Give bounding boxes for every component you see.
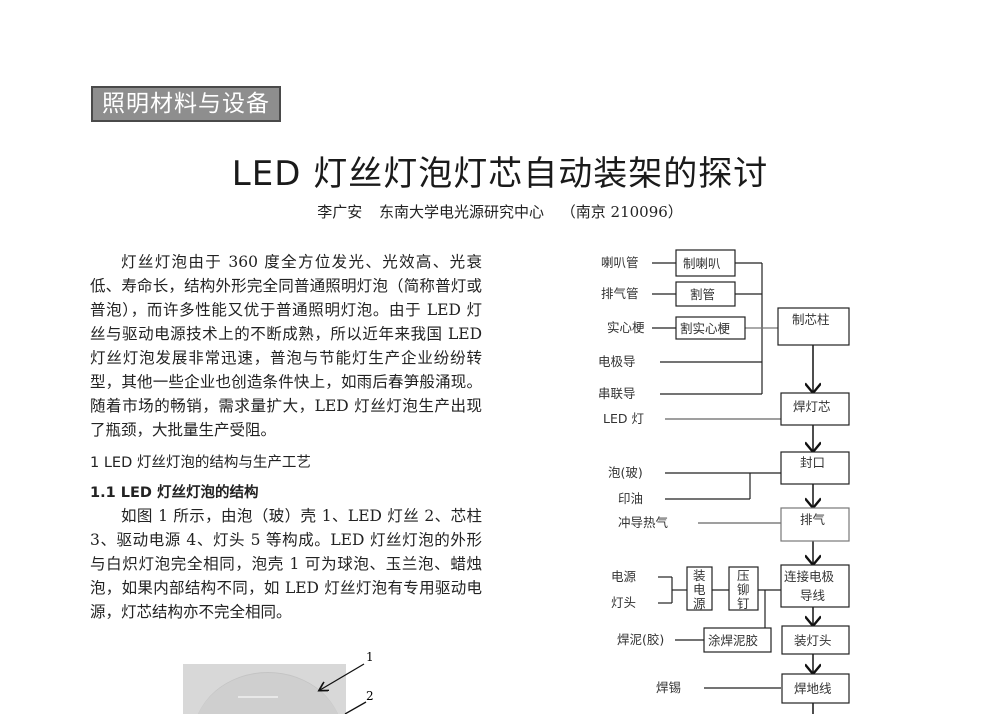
step-cut-tube-box [675, 281, 736, 307]
step-cut-solid-rod-box [675, 316, 746, 340]
step-connect-lead-wires-1: 连接电极 [784, 569, 835, 584]
section-1-1-paragraph: 如图 1 所示，由泡（玻）壳 1、LED 灯丝 2、芯柱 3、驱动电源 4、灯头… [90, 507, 482, 621]
step-weld-core-box [780, 392, 850, 426]
step-install-lamp-cap-box [781, 625, 850, 655]
step-connect-lead-wires-box [780, 564, 850, 608]
input-electrode-lead: 电极导 [598, 354, 636, 369]
step-install-lamp-cap: 装灯头 [794, 633, 832, 648]
step-make-stem-box [777, 307, 850, 346]
step-exhaust-box [780, 507, 850, 542]
intro-paragraph: 灯丝灯泡由于 360 度全方位发光、光效高、光衰低、寿命长，结构外形完全同普通照… [90, 253, 482, 439]
step-press-rivet-box [728, 566, 759, 611]
process-flowchart: 喇叭管 排气管 实心梗 电极导 串联导 LED 灯 泡(玻) 印油 冲导热气 电… [598, 249, 850, 714]
figure-1-callouts: 1 2 [300, 650, 374, 714]
input-series-lead: 串联导 [598, 386, 636, 401]
input-led-lamp: LED 灯 [603, 411, 644, 426]
input-bulb-glass: 泡(玻) [608, 465, 643, 480]
input-heat-gas: 冲导热气 [618, 515, 669, 530]
step-install-power-2: 电 [693, 582, 706, 597]
page-title: LED 灯丝灯泡灯芯自动装架的探讨 [231, 154, 769, 194]
step-make-flare: 制喇叭 [683, 256, 721, 271]
step-install-power-box [686, 566, 713, 611]
step-make-stem: 制芯柱 [792, 312, 830, 327]
section-tag: 照明材料与设备 [91, 86, 281, 122]
step-seal-box [780, 451, 850, 485]
byline: 李广安 东南大学电光源研究中心 （南京 210096） [0, 201, 1000, 222]
step-cut-solid-rod: 割实心梗 [680, 321, 731, 336]
step-press-rivet-1: 压 [737, 568, 750, 583]
input-solid-rod: 实心梗 [607, 320, 645, 335]
step-apply-solder-paste-box [703, 627, 772, 653]
input-ink: 印油 [618, 491, 643, 506]
step-install-power-3: 源 [693, 596, 706, 611]
callout-1: 1 [366, 650, 374, 664]
left-column: 灯丝灯泡由于 360 度全方位发光、光效高、光衰低、寿命长，结构外形完全同普通照… [90, 250, 482, 624]
step-apply-solder-paste: 涂焊泥胶 [708, 633, 758, 648]
step-press-rivet-2: 铆 [737, 582, 750, 597]
step-seal: 封口 [800, 455, 825, 470]
step-weld-ground-wire-box [781, 673, 850, 704]
step-connect-lead-wires-2: 导线 [800, 588, 826, 603]
section-1-heading: 1 LED 灯丝灯泡的结构与生产工艺 [90, 455, 311, 471]
step-make-flare-box [675, 249, 736, 277]
callout-2: 2 [366, 689, 374, 703]
step-weld-core: 焊灯芯 [793, 399, 831, 414]
step-press-rivet-3: 钉 [737, 596, 750, 611]
section-1-1-heading: 1.1 LED 灯丝灯泡的结构 [90, 485, 259, 501]
author: 李广安 [317, 203, 363, 221]
input-power-supply: 电源 [611, 569, 637, 584]
bulb-filament [238, 696, 278, 714]
input-flare-tube: 喇叭管 [601, 255, 639, 270]
location: （南京 210096） [560, 203, 683, 221]
input-exhaust-tube: 排气管 [601, 286, 639, 301]
input-solder-tin: 焊锡 [656, 680, 681, 695]
step-weld-ground-wire: 焊地线 [794, 681, 832, 696]
affiliation: 东南大学电光源研究中心 [378, 203, 544, 221]
input-solder-paste: 焊泥(胶) [617, 632, 664, 647]
step-cut-tube: 割管 [690, 287, 715, 302]
step-install-power-1: 装 [693, 568, 706, 583]
input-lamp-cap: 灯头 [611, 595, 636, 610]
step-exhaust: 排气 [800, 512, 826, 527]
